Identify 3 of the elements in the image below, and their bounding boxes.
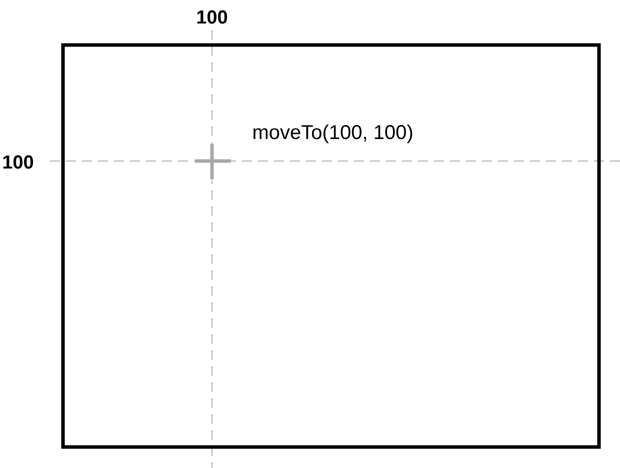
axis-value: 100 [197, 10, 228, 24]
canvas-box: moveTo(100, 100) [61, 43, 601, 449]
axis-value: 100 [3, 155, 34, 169]
